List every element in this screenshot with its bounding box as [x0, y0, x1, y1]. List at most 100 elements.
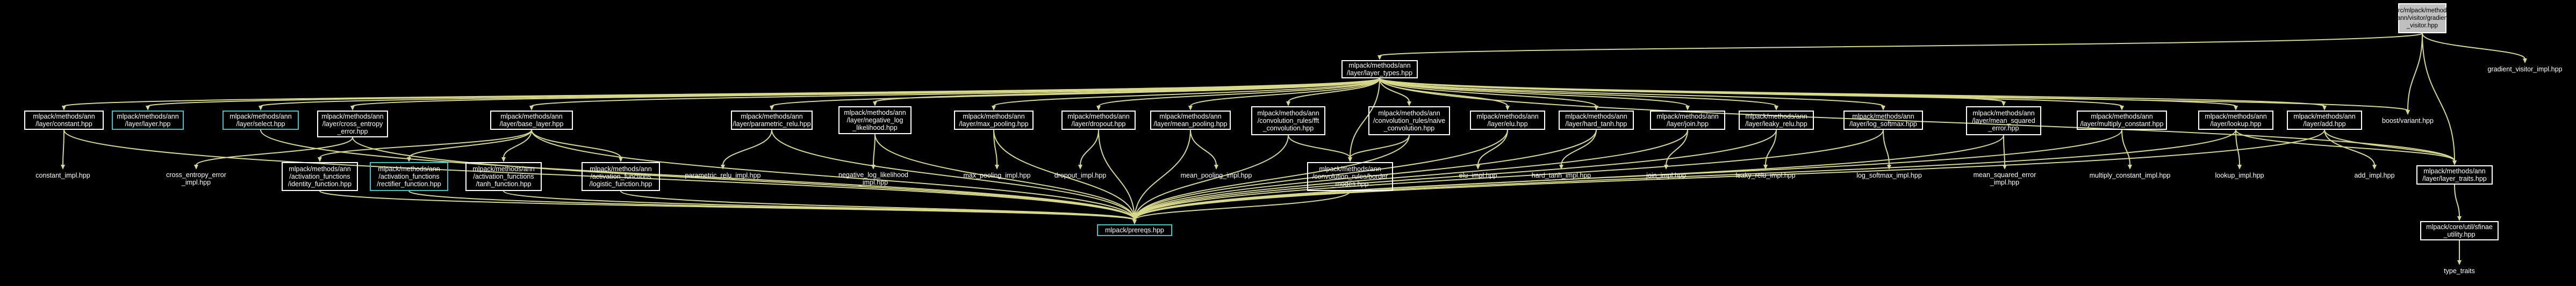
arrowhead	[2237, 165, 2242, 170]
node-cross-entropy-error[interactable]: mlpack/methods/ann /layer/cross_entropy …	[317, 111, 388, 137]
arrowhead	[1594, 106, 1598, 111]
node-layer-traits[interactable]: mlpack/methods/ann /layer/layer_traits.h…	[2416, 165, 2493, 185]
edge-fft-convolution-to-prereqs	[1134, 135, 1289, 221]
node-mean-pooling[interactable]: mlpack/methods/ann /layer/mean_pooling.h…	[1150, 111, 1231, 130]
node-hard-tanh[interactable]: mlpack/methods/ann /layer/hard_tanh.hpp	[1559, 111, 1634, 130]
node-layer-types[interactable]: mlpack/methods/ann /layer/layer_types.hp…	[1341, 60, 1418, 78]
arrowhead	[2457, 216, 2462, 221]
node-parametric-relu-impl[interactable]: parametric_relu_impl.hpp	[685, 172, 761, 179]
node-type-traits[interactable]: type_traits	[2444, 267, 2475, 275]
arrowhead	[1881, 106, 1885, 111]
node-constant-impl[interactable]: constant_impl.hpp	[35, 172, 90, 179]
node-lookup-impl[interactable]: lookup_impl.hpp	[2215, 172, 2264, 179]
arrowhead	[2234, 106, 2238, 111]
node-mean-squared-error-impl[interactable]: mean_squared_error _impl.hpp	[1973, 171, 2036, 186]
edge-dropout-to-prereqs	[1098, 129, 1135, 221]
arrowhead	[501, 157, 506, 162]
node-log-softmax-impl[interactable]: log_softmax_impl.hpp	[1856, 172, 1922, 179]
edge-constant-to-constant-impl	[62, 129, 64, 166]
edge-negative-log-likelihood-to-prereqs	[874, 134, 1135, 221]
edge-add-to-layer-traits	[2324, 129, 2455, 162]
node-gradient-visitor[interactable]: src/mlpack/methods /ann/visitor/gradient…	[2395, 3, 2450, 33]
edge-leaky-relu-to-leaky-relu-impl	[1765, 129, 1777, 166]
edge-cross-entropy-error-to-prereqs	[352, 137, 1135, 221]
node-border-modes[interactable]: mlpack/methods/ann /convolution_rules/bo…	[1307, 162, 1393, 191]
node-max-pooling[interactable]: mlpack/methods/ann /layer/max_pooling.hp…	[954, 111, 1034, 130]
edge-layer-types-to-constant	[63, 78, 1380, 107]
arrowhead	[1348, 157, 1352, 162]
edge-log-softmax-to-log-softmax-impl	[1883, 129, 1890, 166]
node-add[interactable]: mlpack/methods/ann /layer/add.hpp	[2287, 111, 2362, 130]
arrowhead	[1774, 106, 1778, 111]
node-negative-log-likelihood-impl[interactable]: negative_log_likelihood _impl.hpp	[838, 171, 908, 186]
edge-gradient-visitor-to-layer-types	[1379, 33, 2423, 56]
arrowhead	[2372, 165, 2377, 170]
node-add-impl[interactable]: add_impl.hpp	[2354, 172, 2395, 179]
edge-join-to-prereqs	[1134, 129, 1688, 221]
edge-base-layer-to-logistic-function	[531, 129, 621, 158]
edge-layer-types-to-dropout	[1098, 78, 1380, 107]
node-prereqs[interactable]: mlpack/prereqs.hpp	[1097, 224, 1172, 236]
edge-lookup-to-layer-traits	[2235, 129, 2455, 162]
node-elu[interactable]: mlpack/methods/ann /layer/elu.hpp	[1470, 111, 1545, 130]
edge-negative-log-likelihood-to-negative-log-likelihood-impl	[873, 134, 876, 166]
node-ann-layer[interactable]: mlpack/methods/ann /layer/layer.hpp	[112, 111, 184, 130]
edge-parametric-relu-to-parametric-relu-impl	[722, 129, 772, 166]
node-max-pooling-impl[interactable]: max_pooling_impl.hpp	[963, 172, 1031, 179]
arrowhead	[1685, 106, 1690, 111]
node-select[interactable]: mlpack/methods/ann /layer/select.hpp	[223, 111, 299, 130]
arrowhead	[721, 165, 725, 170]
node-hard-tanh-impl[interactable]: hard_tanh_impl.hpp	[1531, 172, 1591, 179]
node-leaky-relu-impl[interactable]: leaky_relu_impl.hpp	[1735, 172, 1796, 179]
node-dropout-impl[interactable]: dropout_impl.hpp	[1054, 172, 1107, 179]
node-multiply-constant[interactable]: mlpack/methods/ann /layer/multiply_const…	[2077, 111, 2167, 130]
node-rectifier-function[interactable]: mlpack/methods/ann /activation_functions…	[370, 162, 448, 191]
edge-layer-types-to-join	[1379, 78, 1688, 107]
arrowhead	[1188, 106, 1193, 111]
arrowhead	[350, 106, 355, 111]
node-gradient-visitor-impl[interactable]: gradient_visitor_impl.hpp	[2487, 65, 2563, 73]
edge-elu-to-elu-impl	[1477, 129, 1508, 166]
edge-lookup-to-lookup-impl	[2235, 129, 2240, 166]
arrowhead	[62, 106, 66, 111]
node-log-softmax[interactable]: mlpack/methods/ann /layer/log_softmax.hp…	[1843, 111, 1923, 130]
node-cross-entropy-error-impl[interactable]: cross_entropy_error _impl.hpp	[166, 171, 226, 186]
edge-cross-entropy-error-to-cross-entropy-error-impl	[196, 137, 353, 166]
node-tanh-function[interactable]: mlpack/methods/ann /activation_functions…	[465, 162, 542, 191]
node-multiply-constant-impl[interactable]: multiply_constant_impl.hpp	[2089, 172, 2171, 179]
edge-layer-types-to-cross-entropy-error	[352, 78, 1380, 107]
arrowhead	[1078, 165, 1082, 170]
node-join-impl[interactable]: join_impl.hpp	[1646, 172, 1686, 179]
node-negative-log-likelihood[interactable]: mlpack/methods/ann /layer/negative_log _…	[838, 106, 912, 134]
node-naive-convolution[interactable]: mlpack/methods/ann /convolution_rules/na…	[1368, 106, 1450, 135]
arrowhead	[2322, 106, 2327, 111]
node-parametric-relu[interactable]: mlpack/methods/ann /layer/parametric_rel…	[731, 111, 813, 130]
edge-layer-types-to-hard-tanh	[1379, 78, 1597, 107]
node-lookup[interactable]: mlpack/methods/ann /layer/lookup.hpp	[2198, 111, 2273, 130]
arrowhead	[871, 165, 876, 170]
arrowhead	[2120, 106, 2124, 111]
edge-add-to-add-impl	[2324, 129, 2375, 166]
edge-layer-types-to-base-layer	[531, 78, 1380, 107]
arrowhead	[1887, 165, 1891, 170]
node-fft-convolution[interactable]: mlpack/methods/ann /convolution_rules/ff…	[1251, 106, 1325, 135]
arrowhead	[1407, 101, 1411, 106]
node-join[interactable]: mlpack/methods/ann /layer/join.hpp	[1650, 111, 1725, 130]
node-sfinae-utility[interactable]: mlpack/core/util/sfinae _utility.hpp	[2420, 221, 2499, 240]
node-boost-variant[interactable]: boost/variant.hpp	[2382, 117, 2434, 124]
node-elu-impl[interactable]: elu_impl.hpp	[1459, 172, 1497, 179]
arrowhead	[1664, 165, 1668, 170]
arrowhead	[1132, 219, 1137, 224]
node-constant[interactable]: mlpack/methods/ann /layer/constant.hpp	[24, 111, 104, 130]
edge-naive-convolution-to-prereqs	[1134, 135, 1410, 221]
edge-parametric-relu-to-prereqs	[771, 129, 1135, 221]
arrowhead	[2406, 110, 2410, 115]
node-mean-pooling-impl[interactable]: mean_pooling_impl.hpp	[1180, 172, 1252, 179]
node-leaky-relu[interactable]: mlpack/methods/ann /layer/leaky_relu.hpp	[1739, 111, 1814, 130]
node-logistic-function[interactable]: mlpack/methods/ann /activation_functions…	[582, 162, 660, 191]
edge-layer-types-to-naive-convolution	[1379, 78, 1410, 102]
node-identity-function[interactable]: mlpack/methods/ann /activation_functions…	[282, 162, 358, 191]
node-dropout[interactable]: mlpack/methods/ann /layer/dropout.hpp	[1061, 111, 1136, 130]
node-base-layer[interactable]: mlpack/methods/ann /layer/base_layer.hpp	[490, 111, 573, 130]
node-mean-squared-error[interactable]: mlpack/methods/ann /layer/mean_squared _…	[1966, 106, 2041, 135]
